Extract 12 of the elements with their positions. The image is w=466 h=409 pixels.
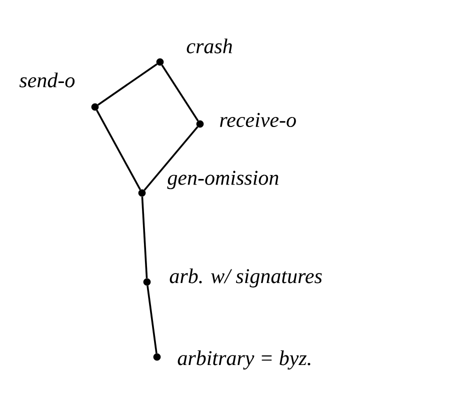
node-label: arbitrary = byz.: [178, 350, 310, 370]
connector-line: [141, 196, 148, 278]
node-label: send-o: [19, 72, 75, 88]
connector-line: [146, 286, 158, 354]
connector-line: [144, 126, 198, 191]
node-label: crash: [186, 38, 232, 54]
connector-line: [161, 64, 199, 122]
connector-line: [98, 63, 158, 106]
node-label: receive-o: [220, 112, 296, 128]
node-label: gen-omission: [167, 170, 278, 190]
node-label: arb. w/ signatures: [170, 268, 322, 288]
connector-line: [96, 110, 142, 190]
